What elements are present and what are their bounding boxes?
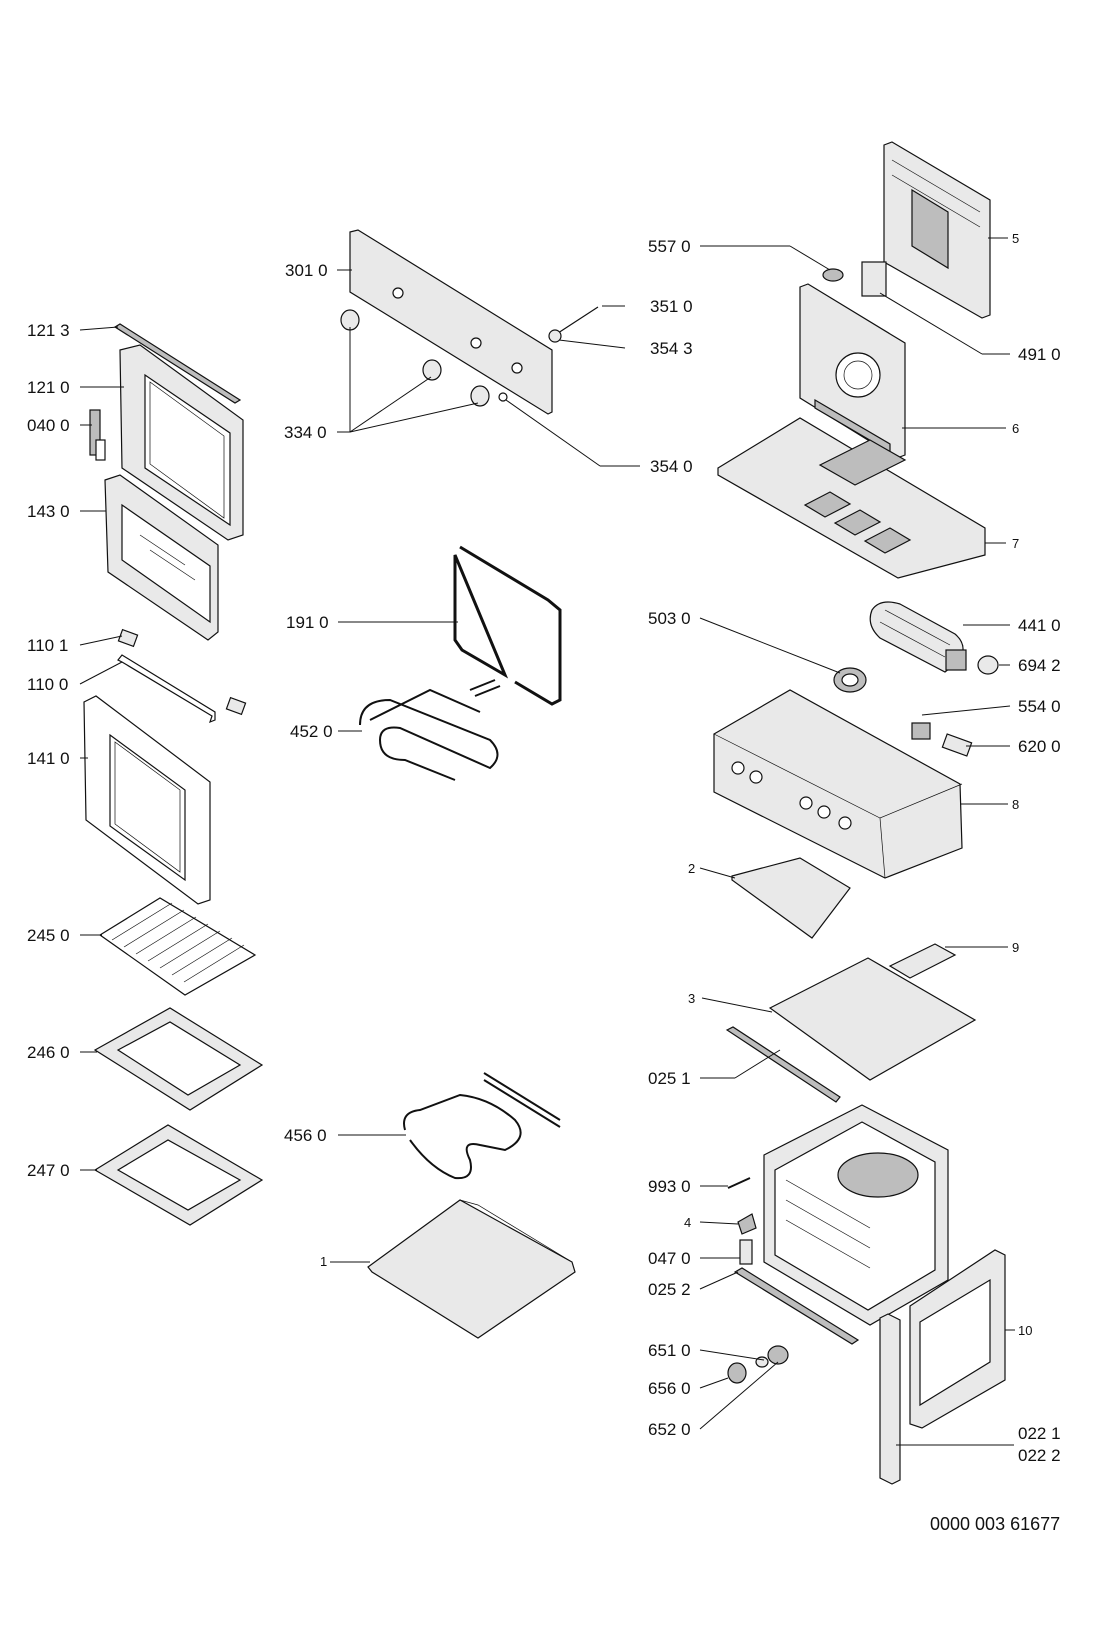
label-557-0: 557 0 (648, 237, 691, 256)
side-bracket-part (731, 857, 851, 939)
door-hinge-part (89, 409, 106, 461)
leader-lines (79, 237, 1015, 1446)
control-knobs-part (340, 309, 490, 407)
label-110-0: 110 0 (27, 675, 68, 694)
label-247-0: 247 0 (27, 1161, 70, 1180)
label-441-0: 441 0 (1018, 616, 1061, 635)
label-121-0: 121 0 (27, 378, 70, 397)
top-cover-panel-part (717, 417, 986, 579)
label-141-0: 141 0 (27, 749, 70, 768)
tangential-fan-part (869, 601, 967, 673)
label-5: 5 (1012, 231, 1019, 246)
document-code: 0000 003 61677 (930, 1514, 1061, 1534)
oven-door-gasket-part (453, 545, 562, 706)
door-handle-part (117, 654, 216, 724)
label-301-0: 301 0 (285, 261, 328, 280)
part-labels: 121 3 121 0 040 0 143 0 110 1 110 0 141 … (27, 231, 1061, 1465)
grill-element-part (359, 679, 501, 781)
label-554-0: 554 0 (1018, 697, 1061, 716)
cavity-top-plate-part (768, 957, 977, 1081)
side-rail-upper-part (725, 1026, 841, 1103)
label-651-0: 651 0 (648, 1341, 691, 1360)
label-121-3: 121 3 (27, 321, 70, 340)
relay-part (861, 261, 887, 297)
label-4: 4 (684, 1215, 691, 1230)
label-10: 10 (1018, 1323, 1032, 1338)
label-025-1: 025 1 (648, 1069, 691, 1088)
door-top-strip-part (113, 323, 242, 404)
label-620-0: 620 0 (1018, 737, 1061, 756)
spacer-block-part (739, 1239, 753, 1265)
label-351-0: 351 0 (650, 297, 693, 316)
door-glass-frame-part (104, 474, 219, 641)
roasting-tray-part (93, 1124, 264, 1226)
label-7: 7 (1012, 536, 1019, 551)
baking-tray-part (93, 1007, 264, 1111)
thermostat-part (822, 268, 844, 282)
electronics-housing-part (713, 689, 963, 879)
control-panel-part (349, 229, 553, 415)
label-9: 9 (1012, 940, 1019, 955)
label-022-1: 022 1 (1018, 1424, 1061, 1443)
label-040-0: 040 0 (27, 416, 70, 435)
label-143-0: 143 0 (27, 502, 70, 521)
cooling-fan-motor-part (833, 667, 867, 693)
label-656-0: 656 0 (648, 1379, 691, 1398)
label-452-0: 452 0 (290, 722, 333, 741)
label-047-0: 047 0 (648, 1249, 691, 1268)
label-3: 3 (688, 991, 695, 1006)
label-022-2: 022 2 (1018, 1446, 1061, 1465)
timer-shaft-part (548, 306, 599, 343)
bottom-heating-element-part (403, 1072, 561, 1180)
label-993-0: 993 0 (648, 1177, 691, 1196)
rear-panel-part (883, 141, 991, 319)
retaining-clip-part (737, 1213, 757, 1235)
label-245-0: 245 0 (27, 926, 70, 945)
label-8: 8 (1012, 797, 1019, 812)
lamp-cover-part (727, 1345, 789, 1384)
label-025-2: 025 2 (648, 1280, 691, 1299)
screw-part (727, 1177, 751, 1189)
outer-door-glass-part (83, 695, 211, 905)
label-1: 1 (320, 1254, 327, 1269)
oven-rack-part (98, 897, 257, 996)
terminal-block-part (941, 733, 973, 757)
label-456-0: 456 0 (284, 1126, 327, 1145)
label-334-0: 334 0 (284, 423, 327, 442)
inner-door-frame-part (119, 344, 244, 541)
side-door-panel-part (909, 1249, 1006, 1429)
side-trim-strip-part (879, 1313, 901, 1485)
label-246-0: 246 0 (27, 1043, 70, 1062)
label-354-3: 354 3 (650, 339, 693, 358)
oven-cavity-part (763, 1104, 949, 1326)
oven-lamp-part (977, 655, 999, 675)
oven-floor-plate-part (367, 1199, 576, 1339)
switch-part (911, 722, 931, 740)
knob-bushing-part (498, 392, 508, 402)
label-110-1: 110 1 (27, 636, 68, 655)
label-652-0: 652 0 (648, 1420, 691, 1439)
rear-bracket-part (888, 943, 957, 979)
side-rail-lower-part (733, 1267, 860, 1345)
label-694-2: 694 2 (1018, 656, 1061, 675)
label-354-0: 354 0 (650, 457, 693, 476)
label-6: 6 (1012, 421, 1019, 436)
label-2: 2 (688, 861, 695, 876)
handle-mount-part (117, 628, 247, 716)
label-491-0: 491 0 (1018, 345, 1061, 364)
label-503-0: 503 0 (648, 609, 691, 628)
label-191-0: 191 0 (286, 613, 329, 632)
